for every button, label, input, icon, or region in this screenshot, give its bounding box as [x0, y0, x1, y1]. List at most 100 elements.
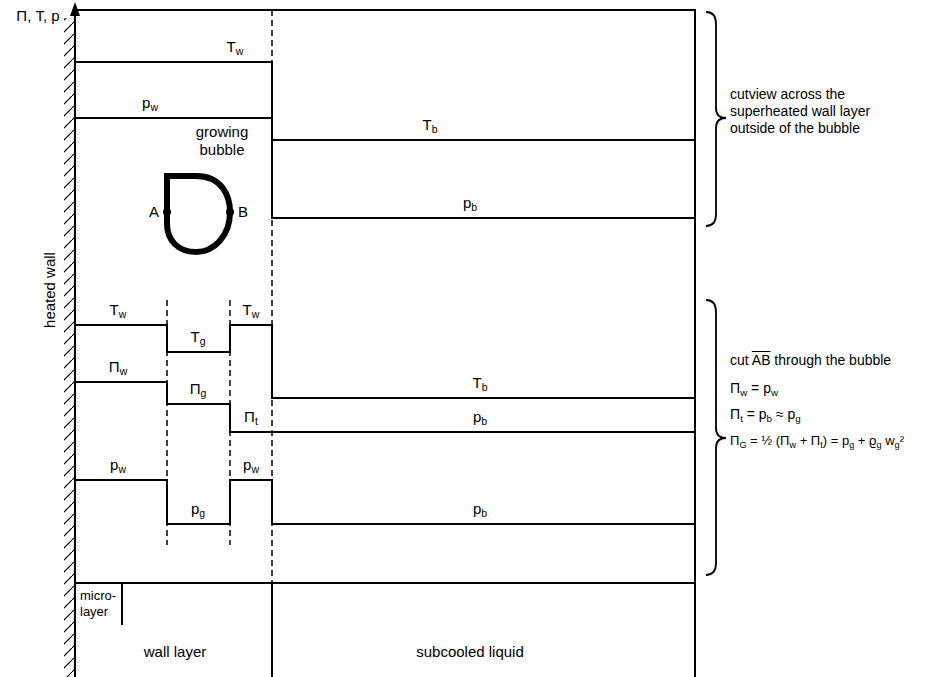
section-note: cut AB through the bubble: [730, 352, 891, 369]
total-pressure-profile: [75, 382, 695, 432]
text-run: T: [227, 38, 236, 55]
pressure-profile: [75, 480, 695, 524]
microlayer-divider: [121, 583, 123, 625]
wall-hatching: [64, 18, 75, 677]
bubble-outline: [167, 176, 230, 252]
overlined-text: AB: [752, 352, 771, 368]
text-run: subcooled liquid: [416, 643, 524, 660]
subscript: w: [740, 387, 747, 398]
subscript: b: [482, 381, 488, 393]
text-run: ≈ p: [772, 406, 795, 422]
text-run: growing bubble: [196, 123, 249, 158]
text-run: Π: [730, 406, 740, 422]
temperature-profile: [75, 62, 695, 140]
pressure-label: pb: [473, 500, 487, 518]
pressure-label: pw: [142, 94, 158, 112]
subscript: t: [740, 413, 743, 424]
text-run: w: [882, 433, 895, 448]
text-run: p: [142, 94, 150, 111]
text-run: p: [473, 500, 481, 517]
subscript: b: [432, 123, 438, 135]
point-b: [226, 208, 234, 216]
text-run: T: [422, 116, 431, 133]
text-run: Π: [244, 408, 255, 425]
text-run: p: [243, 456, 251, 473]
text-run: = ½ (Π: [746, 433, 789, 448]
subscript: b: [481, 507, 487, 519]
text-run: ²: [900, 433, 904, 448]
pressure-label: pg: [191, 500, 205, 518]
text-run: + ϱ: [854, 433, 876, 448]
total-pressure-label: Πg: [190, 380, 207, 398]
layer-divider: [75, 582, 695, 584]
temperature-label: Tb: [472, 374, 487, 392]
region-label: micro- layer: [80, 588, 128, 619]
total-pressure-label: Πw: [109, 358, 127, 376]
pressure-label: pb: [463, 194, 477, 212]
subscript: g: [199, 507, 205, 519]
text-run: T: [190, 328, 199, 345]
subscript: g: [200, 335, 206, 347]
text-run: Π, T, p: [16, 7, 59, 24]
subscript: b: [471, 201, 477, 213]
subscript: w: [120, 365, 128, 377]
text-run: = p: [747, 380, 771, 396]
subscript: g: [795, 413, 800, 424]
subscript: G: [739, 440, 746, 450]
region-label: wall layer: [144, 643, 207, 661]
subscript: g: [877, 440, 882, 450]
brace: [706, 12, 726, 226]
subscript: w: [236, 45, 244, 57]
pressure-label: pw: [110, 456, 126, 474]
text-run: micro- layer: [80, 588, 116, 619]
subscript: w: [119, 308, 127, 320]
line-group: [64, 2, 726, 677]
text-run: through the bubble: [770, 352, 891, 368]
text-run: Π: [190, 380, 201, 397]
subscript: b: [767, 413, 772, 424]
subscript: w: [118, 463, 126, 475]
text-run: p: [110, 456, 118, 473]
subscript: t: [255, 415, 258, 427]
text-run: ) = p: [823, 433, 849, 448]
brace: [706, 300, 726, 575]
subscript: w: [252, 308, 260, 320]
heated-wall-axis: [74, 12, 76, 677]
text-run: + Π: [796, 433, 820, 448]
equation: Πw = pw: [730, 380, 778, 398]
pressure-label: pw: [243, 456, 259, 474]
text-run: wall layer: [144, 643, 207, 660]
subscript: w: [771, 387, 778, 398]
bubble-label: growing bubble: [182, 123, 262, 159]
subscript: t: [820, 440, 823, 450]
text-run: Π: [109, 358, 120, 375]
temperature-label: Tg: [190, 328, 205, 346]
text-run: heated wall: [41, 252, 58, 328]
region-label: subcooled liquid: [416, 643, 524, 661]
text-run: B: [238, 203, 248, 220]
text-run: cut: [730, 352, 752, 368]
text-run: Π: [730, 433, 739, 448]
subscript: g: [201, 387, 207, 399]
point-label: B: [238, 203, 248, 221]
point-a: [163, 208, 171, 216]
subscript: w: [789, 440, 796, 450]
subscript: g: [849, 440, 854, 450]
subscript: w: [251, 463, 259, 475]
temperature-label: Tb: [422, 116, 437, 134]
section-note: cutview across the superheated wall laye…: [730, 86, 910, 136]
temperature-label: Tw: [110, 301, 127, 319]
text-run: p: [473, 408, 481, 425]
subscript: b: [481, 415, 487, 427]
axis-label: Π, T, p: [16, 7, 59, 25]
text-run: A: [149, 203, 159, 220]
text-run: T: [472, 374, 481, 391]
equation: ΠG = ½ (Πw + Πt) = pg + ϱg wg²: [730, 433, 904, 450]
subscript: w: [150, 101, 158, 113]
text-run: Π: [730, 380, 740, 396]
subscript: g: [895, 440, 900, 450]
text-run: T: [243, 301, 252, 318]
temperature-label: Tw: [227, 38, 244, 56]
